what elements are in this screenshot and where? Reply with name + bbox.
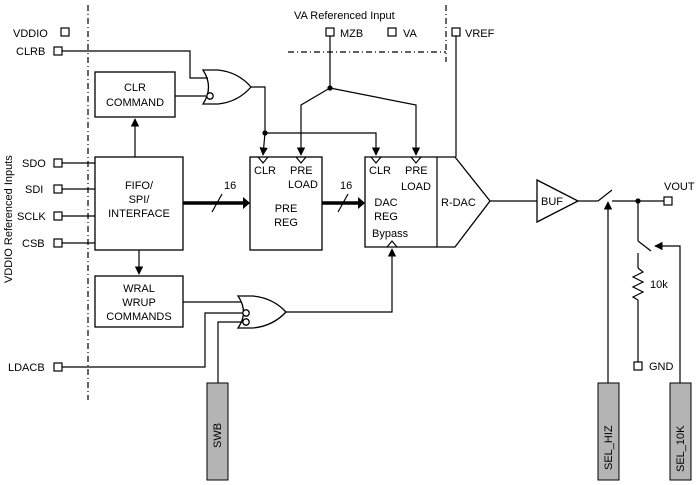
bus-arrowhead-1: [243, 197, 250, 209]
mzb-to-dac-reg-load-arrow: [329, 87, 421, 156]
pin-label-clrb: CLRB: [16, 46, 45, 58]
pin-sclk: [53, 211, 63, 221]
sel-hiz-label: SEL_HIZ: [603, 425, 615, 470]
bus-width-slash-1: [211, 193, 223, 213]
bus-width-slash-2: [337, 193, 349, 213]
rdac-label: R-DAC: [441, 197, 476, 209]
pre-reg-clr-clock-mark: [257, 156, 269, 164]
pre-reg-clr-label: CLR: [254, 165, 276, 177]
clr-or-gate: [201, 69, 252, 105]
pin-vout: [663, 196, 673, 206]
pin-va: [387, 27, 397, 37]
dac-reg-name-line1: DAC: [374, 197, 397, 209]
sel-hiz-pad: [597, 382, 620, 481]
pin-gnd: [633, 361, 643, 371]
buf-label: BUF: [541, 196, 563, 208]
pin-label-mzb: MZB: [340, 28, 363, 40]
bus-width-2: 16: [340, 180, 352, 192]
fifo-line3: INTERFACE: [108, 208, 170, 220]
mzb-to-pre-reg-load-arrow: [296, 87, 331, 156]
ldacb-wire: [62, 312, 243, 368]
pin-label-ldacb: LDACB: [8, 362, 45, 374]
pre-reg-name-line2: REG: [274, 217, 298, 229]
clr-command-line2: COMMAND: [106, 97, 164, 109]
dac-reg-load-label: LOAD: [401, 181, 431, 193]
pin-csb: [53, 238, 63, 248]
wral-wrup-commands-block: [94, 275, 184, 328]
pre-reg-load-label: LOAD: [288, 179, 318, 191]
pin-label-vref: VREF: [465, 28, 495, 40]
pin-label-sdi: SDI: [25, 184, 43, 196]
pin-label-csb: CSB: [22, 238, 45, 250]
wral-line1: WRAL: [123, 283, 155, 295]
dac-reg-name-line2: REG: [374, 211, 398, 223]
sel-10k-control-arrow: [654, 241, 681, 383]
hiz-switch: [597, 189, 613, 202]
load-or-gate-inverting-input-b: [242, 318, 250, 326]
pin-label-gnd: GND: [649, 361, 674, 373]
clr-command-block: [94, 71, 176, 118]
dac-reg-clr-clock-mark: [370, 156, 382, 164]
dac-reg-bypass-clock-mark: [386, 240, 398, 248]
dac-reg-bypass-label: Bypass: [372, 228, 409, 240]
pin-ldacb: [53, 362, 63, 372]
sel-10k-pad: [669, 382, 692, 481]
pin-sdi: [53, 184, 63, 194]
10k-switch: [637, 240, 652, 252]
wral-line3: COMMANDS: [106, 311, 171, 323]
10k-resistor: [631, 267, 645, 301]
va-label: VA Referenced Input: [294, 10, 395, 22]
sel-10k-label: SEL_10K: [675, 425, 687, 472]
clr-to-dac-reg-arrow: [265, 132, 381, 156]
pin-label-sclk: SCLK: [17, 211, 46, 223]
load-gate-to-bypass-arrow: [286, 248, 397, 313]
pin-vref: [451, 27, 461, 37]
swb-wire: [217, 321, 243, 383]
pin-vddio: [60, 27, 70, 37]
pre-reg-name-line1: PRE: [275, 203, 298, 215]
dac-reg-block: [364, 156, 491, 248]
fifo-line2: SPI/: [129, 194, 151, 206]
clr-to-pre-reg-arrow: [259, 132, 268, 156]
swb-label: SWB: [212, 423, 224, 448]
pin-label-vout: VOUT: [664, 181, 695, 193]
clrb-wire: [62, 50, 208, 79]
pin-sdo: [53, 158, 63, 168]
fifo-line1: FIFO/: [125, 180, 154, 192]
pre-reg-pre-label: PRE: [290, 165, 313, 177]
bus-width-1: 16: [224, 180, 236, 192]
side-label: VDDIO Referenced Inputs: [3, 155, 15, 283]
dac-reg-pre-label: PRE: [405, 165, 428, 177]
bus-arrowhead-2: [358, 197, 365, 209]
clr-gate-output-wire: [251, 86, 266, 133]
pin-label-sdo: SDO: [22, 158, 46, 170]
pin-mzb: [325, 27, 335, 37]
dac-reg-load-clock-mark: [410, 156, 422, 164]
resistor-label: 10k: [650, 279, 668, 291]
pin-label-va: VA: [403, 28, 418, 40]
pre-reg-block: [249, 156, 323, 251]
fifo-spi-interface-block: [94, 156, 184, 251]
dac-reg-clr-label: CLR: [369, 165, 391, 177]
clr-command-line1: CLR: [124, 82, 146, 94]
pin-label-vddio: VDDIO: [13, 28, 48, 40]
load-or-gate-inverting-input-a: [242, 309, 250, 317]
pin-clrb: [53, 46, 63, 56]
clr-or-gate-inverting-input: [206, 92, 214, 100]
pre-reg-load-clock-mark: [295, 156, 307, 164]
wral-line2: WRUP: [122, 297, 156, 309]
swb-pad: [206, 382, 229, 481]
